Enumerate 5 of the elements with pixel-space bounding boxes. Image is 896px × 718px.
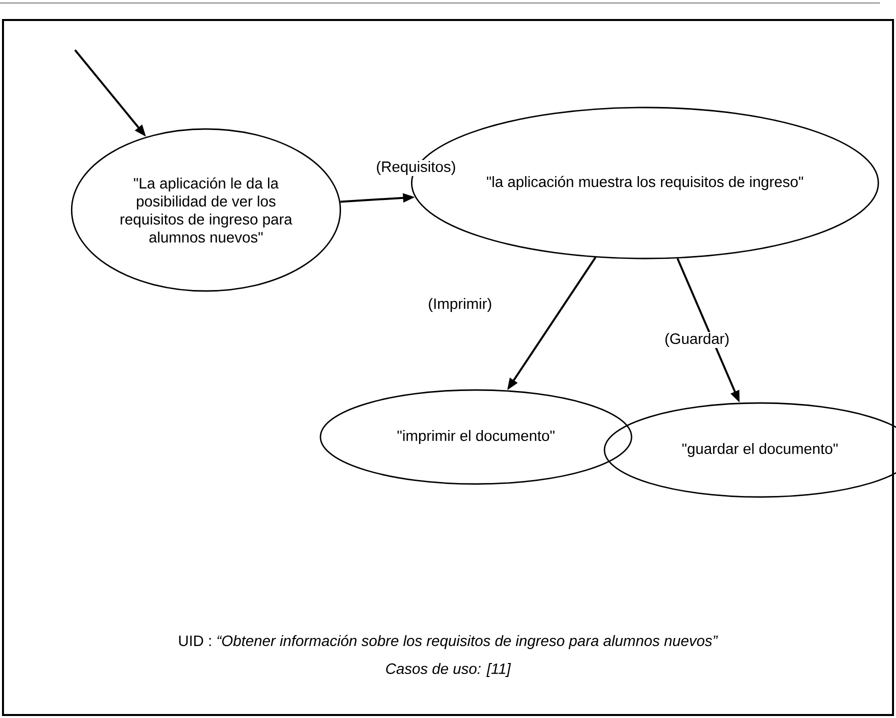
caption-text: Casos de uso: [11]	[386, 663, 511, 677]
edge-label: (Imprimir)	[426, 297, 494, 313]
edge-label: (Requisitos)	[375, 160, 458, 176]
caption-text: UID : “Obtener información sobre los requisitos de ingreso para alumnos nuevos”	[179, 634, 718, 650]
edge-label: (Guardar)	[664, 332, 731, 348]
